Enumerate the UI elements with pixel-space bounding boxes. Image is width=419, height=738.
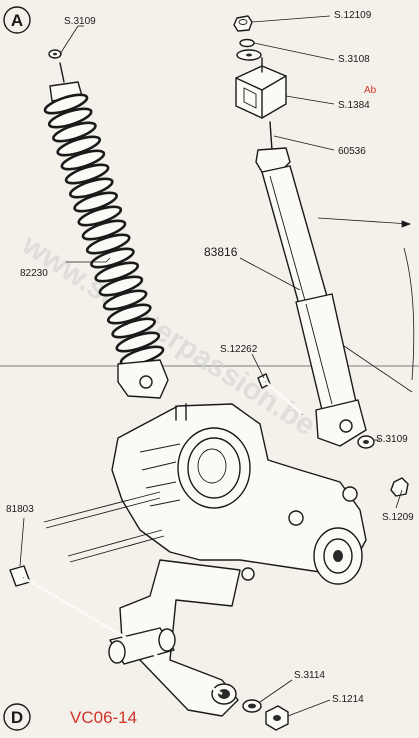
spring-coil [56, 135, 102, 157]
spring-coil [77, 205, 123, 227]
washer-s3114 [242, 699, 262, 713]
spring-coil [94, 261, 140, 283]
spring-coil [47, 107, 93, 129]
coil-spring-82230 [43, 49, 169, 399]
spring-coil [60, 149, 106, 171]
spring-coil [98, 275, 144, 297]
label-s3109-right: S.3109 [376, 434, 408, 445]
bolt-s12262 [257, 373, 303, 415]
label-s12262: S.12262 [220, 344, 258, 355]
label-s3109-top: S.3109 [64, 16, 96, 27]
label-82230: 82230 [20, 268, 48, 279]
label-s1209: S.1209 [382, 512, 414, 523]
label-83816: 83816 [204, 245, 238, 259]
spring-coil [90, 247, 135, 269]
label-s3108: S.3108 [338, 54, 370, 65]
corner-mark-a: A [3, 6, 31, 34]
watermark: www.scooterpassion.be [15, 228, 321, 443]
shock-absorber-83816 [255, 121, 367, 447]
spring-coil [115, 331, 161, 353]
spring-coil [106, 303, 152, 325]
spring-coil [85, 233, 131, 255]
engine-casting [111, 403, 367, 585]
rod-lower [67, 529, 163, 557]
shock-top-hardware [233, 15, 287, 119]
corner-mark-d: D [3, 703, 31, 731]
washer-s3109-right [357, 435, 375, 449]
rod-upper [43, 491, 161, 523]
label-s1214: S.1214 [332, 694, 364, 705]
label-ab-red: Ab [364, 85, 377, 96]
nut-s1209 [390, 477, 409, 497]
spring-coil [73, 191, 118, 213]
label-s3114: S.3114 [294, 670, 325, 681]
label-60536: 60536 [338, 146, 366, 157]
spring-coil [64, 163, 110, 185]
nut-s1214 [265, 705, 289, 731]
leader-lines [19, 15, 415, 717]
long-bolt-81803 [9, 565, 223, 696]
label-81803: 81803 [6, 504, 34, 515]
svg-text:A: A [11, 11, 23, 30]
spring-coil [81, 219, 127, 241]
spring-coil [43, 93, 89, 115]
svg-text:D: D [11, 708, 23, 727]
spring-coil [111, 317, 156, 339]
spring-coil [102, 289, 148, 311]
rod-upper-b [45, 497, 161, 529]
rod-lower-b [69, 535, 165, 563]
spring-coil [68, 177, 114, 199]
label-s13841: S.1384 [338, 100, 370, 111]
part-labels: S.3109 S.12109 S.3108 Ab S.1384 60536 82… [6, 10, 414, 705]
label-s12109: S.12109 [334, 10, 372, 21]
spring-coil [52, 121, 97, 143]
figure-code: VC06-14 [70, 708, 137, 727]
